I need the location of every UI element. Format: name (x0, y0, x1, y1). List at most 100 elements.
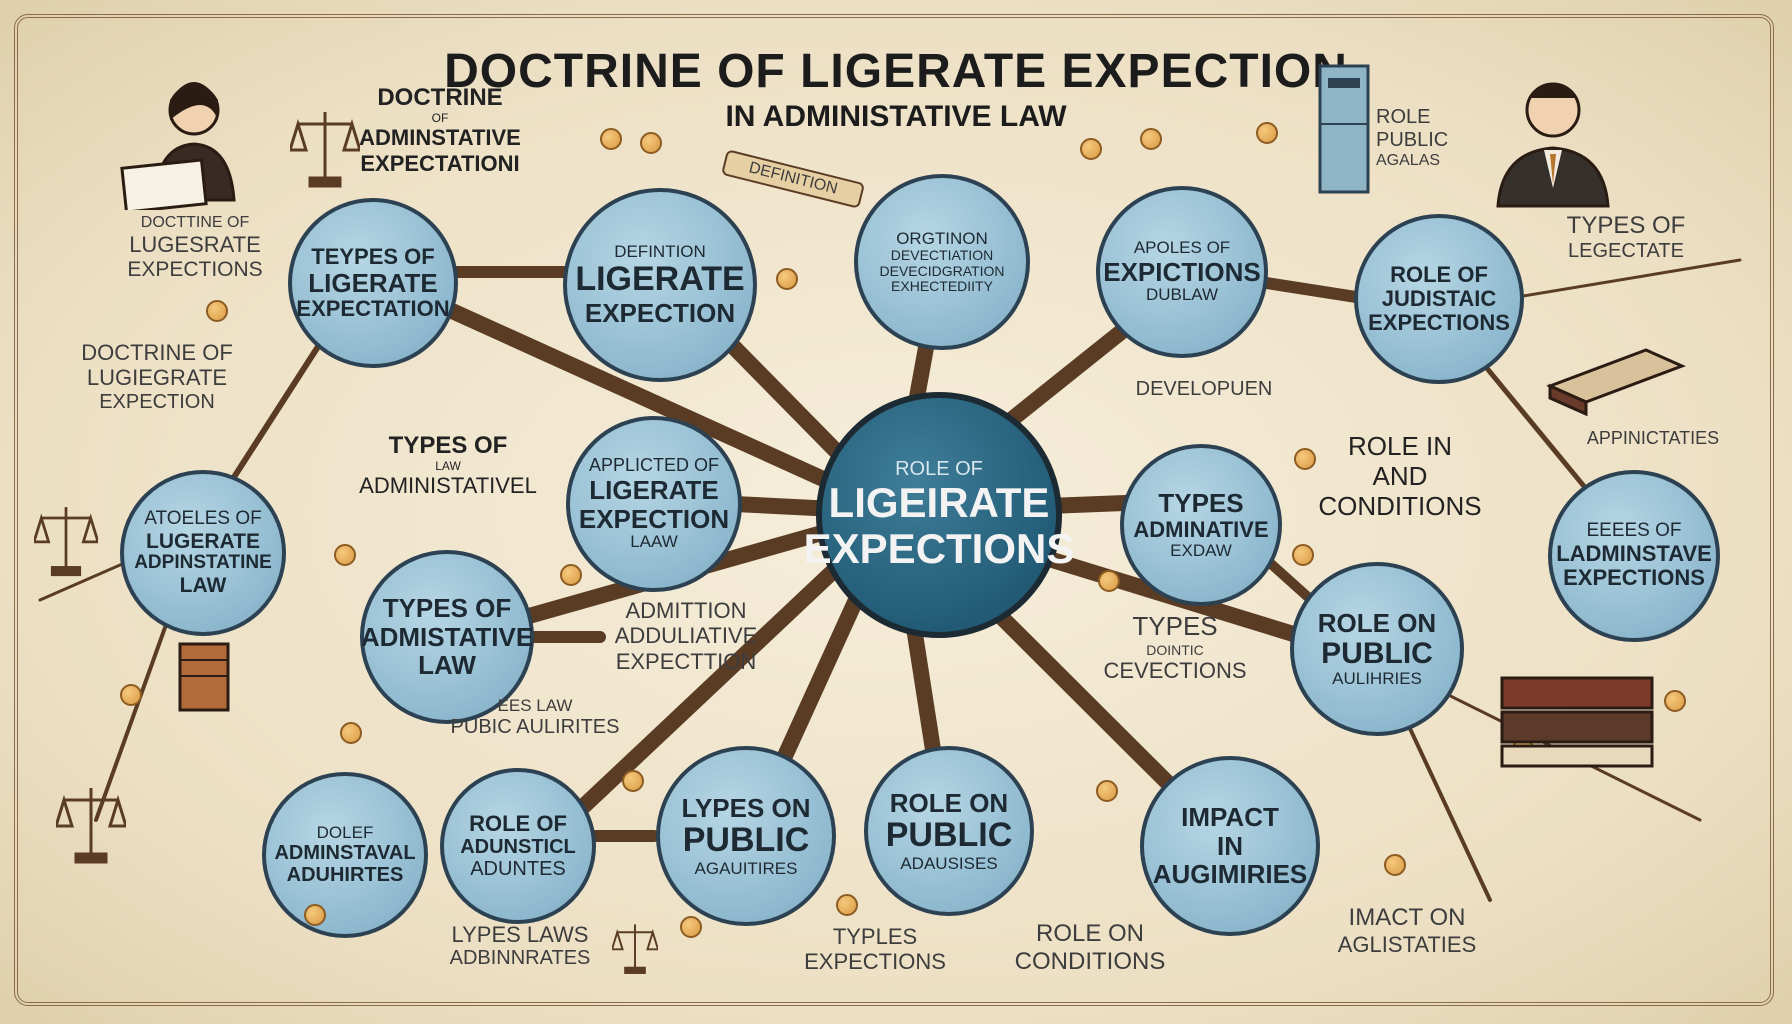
label-public-aulirites: EES LAW PUBIC AULIRITES (440, 696, 630, 739)
scale-icon (56, 788, 126, 864)
node-line: PUBLIC (885, 816, 1013, 855)
book-icon (178, 642, 230, 712)
label-lypes-laws: LYPES LAWS ADBINNRATES (430, 922, 610, 970)
branch-link (358, 264, 904, 520)
label-role-on-conditions: ROLE ON CONDITIONS (1000, 920, 1180, 975)
label-line: EXPECTIONS (804, 949, 946, 975)
central-node-line: LIGEIRATE (828, 478, 1050, 526)
node-types-of-admistative-law[interactable]: TYPES OF ADMISTATIVE LAW (360, 550, 534, 724)
central-node-line: EXPECTIONS (803, 525, 1075, 572)
node-eeees-of-ladminstave[interactable]: EEEES OF LADMINSTAVE EXPECTIONS (1548, 470, 1720, 642)
label-developuen: DEVELOPUEN (1124, 378, 1284, 401)
label-line: ADMITTION (625, 598, 747, 623)
coin-icon (340, 722, 362, 744)
label-line: DOCTRINE (377, 84, 503, 111)
node-line: ADUHIRTES (286, 864, 404, 887)
label-line: LUGIEGRATE (86, 365, 228, 391)
node-line: ATOELES OF (144, 508, 262, 530)
node-types-adminative[interactable]: TYPES ADMINATIVE EXDAW (1120, 444, 1282, 606)
node-definition-ligerate-expection[interactable]: DEFINTION LIGERATE EXPECTION (563, 188, 757, 382)
central-node[interactable]: ROLE OF LIGEIRATE EXPECTIONS (804, 392, 1074, 638)
label-line: OF (431, 110, 449, 125)
label-line: AGLISTATIES (1337, 931, 1477, 957)
label-line: CEVECTIONS (1103, 657, 1247, 683)
label-line: EXPECTIONS (127, 257, 263, 281)
label-typles-expections: TYPLES EXPECTIONS (800, 924, 950, 975)
node-line: ADPINSTATINE (134, 552, 272, 573)
coin-icon (560, 564, 582, 586)
node-line: AUGIMIRIES (1152, 859, 1308, 890)
node-line: AULIHRIES (1332, 669, 1422, 689)
coin-icon (1098, 570, 1120, 592)
coin-icon (334, 544, 356, 566)
node-line: DOLEF (316, 822, 374, 842)
label-line: TYPLES (832, 924, 918, 949)
label-line: ADMINISTATIVEL (359, 473, 537, 499)
node-line: ADMISTATIVE (360, 621, 534, 652)
node-line: LAW (418, 650, 476, 681)
node-line: LYPES ON (681, 792, 811, 823)
node-types-of-ligerate-expectation[interactable]: TEYPES OF LIGERATE EXPECTATION (288, 198, 458, 368)
label-line: ADDULIATIVE (614, 623, 758, 649)
label-doctrine-left: DOCTRINE OF LUGIEGRATE EXPECTION (72, 340, 242, 414)
label-line: DEVELOPUEN (1135, 378, 1273, 400)
node-line: TYPES (1158, 488, 1244, 519)
node-line: LIGERATE (575, 260, 745, 299)
cabinet-icon (1318, 64, 1370, 194)
coin-icon (1292, 544, 1314, 566)
label-line: EES LAW (497, 696, 573, 715)
node-line: LAW (179, 573, 227, 597)
node-line: APOLES OF (1133, 238, 1231, 258)
node-line: IN (1217, 830, 1243, 861)
coin-icon (1294, 448, 1316, 470)
node-line: LUGERATE (146, 529, 260, 553)
label-apinictates: APPINICTATIES (1568, 428, 1738, 449)
label-line: LAW (435, 458, 461, 473)
node-impact-in-augimiries[interactable]: IMPACT IN AUGIMIRIES (1140, 756, 1320, 936)
label-line: CONDITIONS (1014, 947, 1166, 975)
node-origin[interactable]: ORGTINON DEVECTIATION DEVECIDGRATION EXH… (854, 174, 1030, 350)
coin-icon (1140, 128, 1162, 150)
central-node-line: ROLE OF (895, 457, 983, 480)
label-imact-on: IMACT ON AGLISTATIES (1322, 904, 1492, 957)
coin-icon (600, 128, 622, 150)
node-atoeles-of-lugerate[interactable]: ATOELES OF LUGERATE ADPINSTATINE LAW (120, 470, 286, 636)
node-line: TYPES OF (382, 593, 512, 624)
node-line: ORGTINON (896, 228, 988, 248)
node-role-on-public-mid[interactable]: ROLE ON PUBLIC ADAUSISES (864, 746, 1034, 916)
coin-icon (622, 770, 644, 792)
coin-icon (776, 268, 798, 290)
node-line: EXPECTIONS (1563, 565, 1705, 591)
node-dolef-adminstaval[interactable]: DOLEF ADMINSTAVAL ADUHIRTES (262, 772, 428, 938)
node-role-of-judistaic-expections[interactable]: ROLE OF JUDISTAIC EXPECTIONS (1354, 214, 1524, 384)
label-doctrine-top: DOCTRINE OF ADMINSTATIVE EXPECTATIONI (352, 84, 528, 176)
label-line: TYPES (1132, 611, 1218, 641)
page-subtitle: IN ADMINISTATIVE LAW (725, 100, 1067, 133)
label-line: EXPECTION (99, 390, 215, 413)
label-line: EXPECTTION (615, 648, 757, 674)
node-line: DEVECTIATION (890, 247, 994, 264)
node-apoles-of-expictions[interactable]: APOLES OF EXPICTIONS DUBLAW (1096, 186, 1268, 358)
coin-icon (836, 894, 858, 916)
node-line: TEYPES OF (311, 243, 435, 269)
node-applicted-of-ligerate[interactable]: APPLICTED OF LIGERATE EXPECTION LAAW (566, 416, 742, 592)
node-line: ADUNSTICL (460, 836, 576, 859)
coin-icon (640, 132, 662, 154)
coin-icon (304, 904, 326, 926)
label-line: AND (1372, 460, 1428, 491)
label-types-left: TYPES OF LAW ADMINISTATIVEL (348, 432, 548, 499)
node-line: PUBLIC (682, 821, 810, 860)
coin-icon (206, 300, 228, 322)
coin-icon (680, 916, 702, 938)
label-line: TYPES OF (1566, 212, 1686, 239)
node-line: EXPECTION (578, 503, 730, 534)
label-line: IMACT ON (1348, 904, 1466, 931)
node-line: ADMINSTAVAL (274, 842, 416, 865)
node-role-on-public-right[interactable]: ROLE ON PUBLIC AULIHRIES (1290, 562, 1464, 736)
label-line: PUBLIC (1376, 129, 1449, 151)
node-lypes-on-public[interactable]: LYPES ON PUBLIC AGAUITIRES (656, 746, 836, 926)
node-role-of-adunsticl[interactable]: ROLE OF ADUNSTICL ADUNTES (440, 768, 596, 924)
scale-icon (34, 507, 98, 577)
label-line: ADBINNRATES (449, 947, 591, 970)
node-line: ADAUSISES (900, 853, 998, 873)
